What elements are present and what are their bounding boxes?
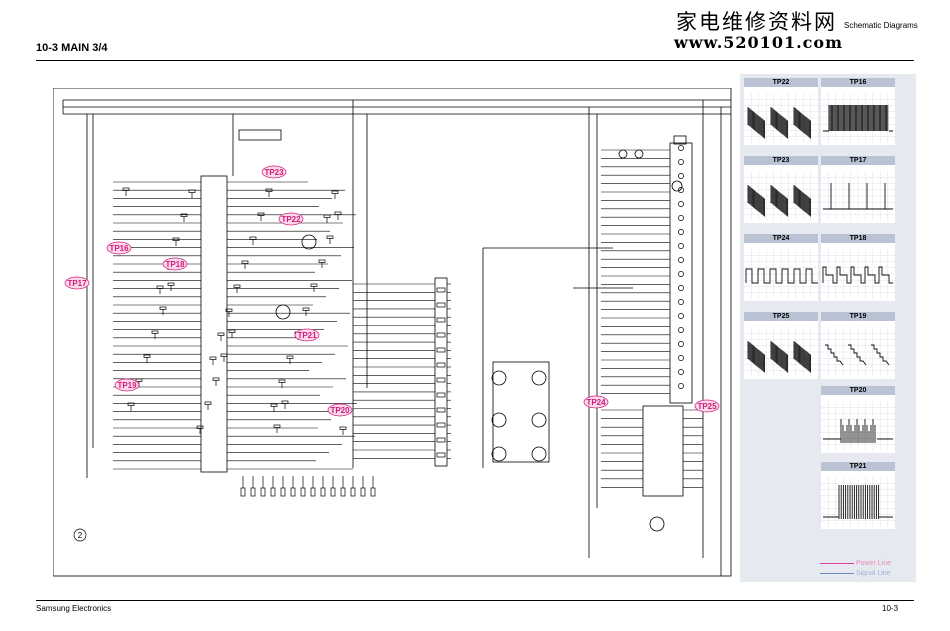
waveform-trace xyxy=(821,87,895,145)
footer-company: Samsung Electronics xyxy=(36,604,112,613)
waveform-label: TP20 xyxy=(821,386,895,395)
test-point-tp22: TP22 xyxy=(278,212,304,226)
svg-text:TP16: TP16 xyxy=(109,244,129,253)
legend-power: Power Line xyxy=(820,560,891,567)
svg-text:TP19: TP19 xyxy=(117,381,137,390)
test-point-tp19: TP19 xyxy=(114,378,140,392)
waveform-label: TP18 xyxy=(821,234,895,243)
waveform-trace xyxy=(821,243,895,301)
svg-text:TP25: TP25 xyxy=(697,402,717,411)
test-point-tp23: TP23 xyxy=(261,165,287,179)
waveform-tp19: TP19 xyxy=(821,312,895,379)
svg-text:TP21: TP21 xyxy=(297,331,317,340)
footer-page-number: 10-3 xyxy=(882,604,899,613)
waveform-label: TP22 xyxy=(744,78,818,87)
waveform-trace xyxy=(744,321,818,379)
svg-text:TP20: TP20 xyxy=(330,406,350,415)
schematic-diagram: 2 TP23 TP22 TP16 TP18 TP17 TP21 TP19 TP2… xyxy=(53,88,732,577)
test-point-tp25: TP25 xyxy=(694,399,720,413)
waveform-tp16: TP16 xyxy=(821,78,895,145)
sheet-number: 2 xyxy=(78,531,83,540)
section-label: Schematic Diagrams xyxy=(844,21,918,30)
test-point-tp16: TP16 xyxy=(106,241,132,255)
test-point-tp20: TP20 xyxy=(327,403,353,417)
waveform-trace xyxy=(821,471,895,529)
waveform-label: TP24 xyxy=(744,234,818,243)
site-logo-text: 家电维修资料网 xyxy=(676,10,837,34)
svg-text:TP17: TP17 xyxy=(67,279,87,288)
test-point-tp21: TP21 xyxy=(294,328,320,342)
waveform-label: TP19 xyxy=(821,312,895,321)
waveform-tp18: TP18 xyxy=(821,234,895,301)
svg-text:TP23: TP23 xyxy=(264,168,284,177)
waveform-trace xyxy=(744,87,818,145)
waveform-tp23: TP23 xyxy=(744,156,818,223)
waveform-tp17: TP17 xyxy=(821,156,895,223)
waveform-tp24: TP24 xyxy=(744,234,818,301)
test-point-tp18: TP18 xyxy=(162,257,188,271)
waveform-tp25: TP25 xyxy=(744,312,818,379)
waveform-label: TP17 xyxy=(821,156,895,165)
waveform-tp20: TP20 xyxy=(821,386,895,453)
test-point-tp24: TP24 xyxy=(583,395,609,409)
page-title: 10-3 MAIN 3/4 xyxy=(36,42,108,54)
svg-text:TP24: TP24 xyxy=(586,398,606,407)
legend-signal: Signal Line xyxy=(820,570,891,577)
footer-rule xyxy=(36,600,914,601)
svg-text:TP18: TP18 xyxy=(165,260,185,269)
waveform-label: TP16 xyxy=(821,78,895,87)
test-point-tp17: TP17 xyxy=(64,276,90,290)
waveform-label: TP23 xyxy=(744,156,818,165)
waveform-trace xyxy=(744,165,818,223)
waveform-label: TP25 xyxy=(744,312,818,321)
waveform-trace xyxy=(821,165,895,223)
waveform-label: TP21 xyxy=(821,462,895,471)
waveform-tp21: TP21 xyxy=(821,462,895,529)
waveform-tp22: TP22 xyxy=(744,78,818,145)
svg-text:TP22: TP22 xyxy=(281,215,301,224)
waveform-trace xyxy=(744,243,818,301)
waveform-trace xyxy=(821,321,895,379)
site-url: www.520101.com xyxy=(674,33,843,52)
waveform-trace xyxy=(821,395,895,453)
header-rule xyxy=(36,60,914,61)
